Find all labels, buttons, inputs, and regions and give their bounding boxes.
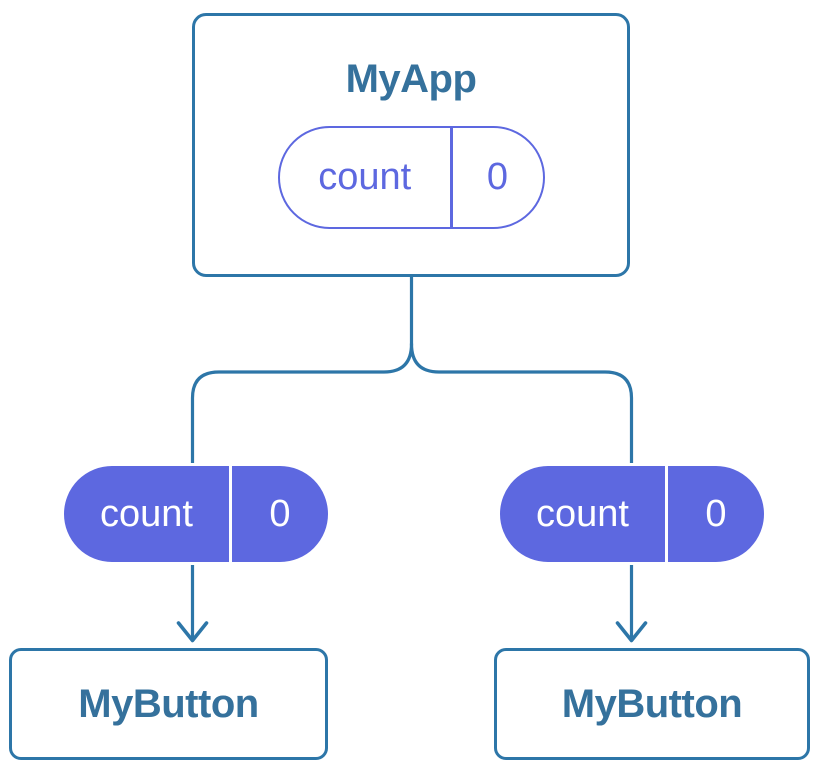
- arrowhead-left-icon: [176, 621, 209, 643]
- state-value: 0: [705, 492, 727, 535]
- state-name: count: [318, 156, 412, 198]
- myapp-state-pill: count 0: [277, 126, 545, 229]
- arrowhead-right-icon: [615, 621, 648, 643]
- state-name: count: [100, 492, 193, 535]
- state-value: 0: [486, 156, 509, 198]
- state-name: count: [536, 492, 629, 535]
- myapp-card: MyApp count 0: [192, 13, 630, 277]
- mybutton-card-right: MyButton: [494, 648, 810, 760]
- pill-divider: [665, 466, 668, 562]
- myapp-title: MyApp: [345, 57, 477, 101]
- state-value: 0: [269, 492, 291, 535]
- pill-divider: [450, 128, 453, 227]
- connector-branch-right: [409, 342, 634, 641]
- connector-branch-left: [190, 342, 414, 641]
- mybutton-title: MyButton: [78, 682, 259, 726]
- right-state-pill: count 0: [497, 463, 767, 565]
- left-state-pill: count 0: [61, 463, 331, 565]
- pill-divider: [229, 466, 232, 562]
- mybutton-title: MyButton: [561, 682, 743, 726]
- mybutton-card-left: MyButton: [9, 648, 328, 760]
